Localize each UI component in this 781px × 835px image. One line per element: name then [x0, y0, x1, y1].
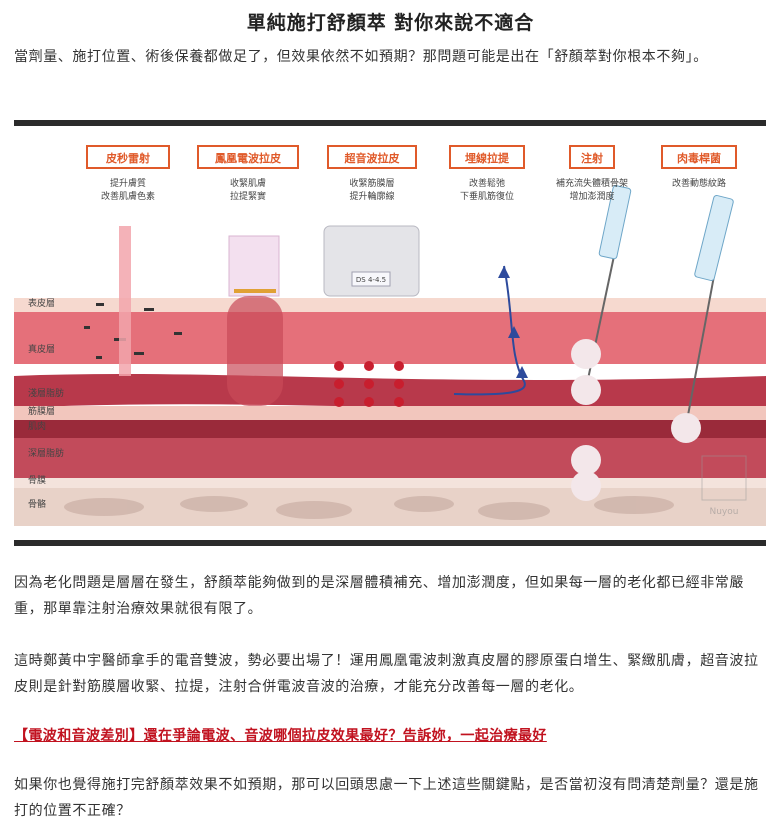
- treatment-thread-name: 埋線拉提: [465, 151, 510, 165]
- treatment-ultherapy-desc1: 收緊筋膜層: [349, 177, 394, 189]
- label-periosteum: 骨膜: [28, 475, 46, 486]
- aging-paragraph: 因為老化問題是層層在發生，舒顏萃能夠做到的是深層體積補充、增加澎潤度，但如果每一…: [14, 575, 744, 617]
- rf-vs-hifu-link[interactable]: 【電波和音波差別】還在爭論電波、音波哪個拉皮效果最好？告訴妳，一起治療最好: [14, 728, 547, 744]
- label-epidermis: 表皮層: [28, 297, 55, 309]
- treatment-filler-name: 注射: [581, 151, 603, 165]
- treatment-botox: 肉毒桿菌 改善動態紋路: [661, 145, 737, 189]
- page-title: 單純施打舒顏萃 對你來說不適合: [246, 12, 535, 34]
- treatment-filler: 注射 補充流失體積骨架 增加澎潤度: [556, 145, 628, 202]
- epidermis-band: [14, 298, 766, 312]
- treatment-thread-desc2: 下垂肌筋復位: [460, 190, 514, 202]
- treatment-pico: 皮秒雷射 提升膚質 改善肌膚色素: [86, 145, 170, 202]
- shallow-fat-band: [14, 374, 766, 410]
- treatment-filler-desc1: 補充流失體積骨架: [556, 177, 628, 189]
- label-muscle: 肌肉: [28, 420, 46, 432]
- deep-fat-band: [14, 438, 766, 478]
- treatment-thermage: 鳳凰電波拉皮 收緊肌膚 拉提緊實: [197, 145, 299, 202]
- label-fascia: 筋膜層: [28, 405, 55, 417]
- treatment-ultherapy-desc2: 提升輪廓線: [349, 190, 394, 202]
- treatment-thermage-desc1: 收緊肌膚: [230, 177, 266, 189]
- treatment-thermage-name: 鳳凰電波拉皮: [215, 151, 281, 165]
- thermage-tip: [228, 235, 280, 297]
- closing-paragraph: 如果你也覺得施打完舒顏萃效果不如預期，那可以回頭思慮一下上述這些關鍵點，是否當初…: [14, 777, 759, 819]
- thermage-beam: [227, 296, 283, 406]
- label-dermis: 真皮層: [28, 343, 55, 355]
- periosteum-band: [14, 478, 766, 488]
- muscle-band: [14, 420, 766, 438]
- treatment-thread-desc1: 改善鬆弛: [469, 177, 505, 189]
- treatment-ultherapy: 超音波拉皮 收緊筋膜層 提升輪廓線: [327, 145, 417, 202]
- watermark-text: Nuyou: [710, 507, 739, 517]
- intro-paragraph: 當劑量、施打位置、術後保養都做足了，但效果依然不如預期？那問題可能是出在「舒顏萃…: [14, 49, 708, 65]
- treatment-botox-name: 肉毒桿菌: [677, 151, 721, 165]
- watermark: Nuyou: [701, 455, 747, 517]
- treatment-filler-desc2: 增加澎潤度: [569, 190, 614, 202]
- thread-line: [453, 265, 526, 396]
- treatment-pico-name: 皮秒雷射: [105, 151, 150, 165]
- label-bone: 骨骼: [28, 498, 46, 510]
- treatment-pico-desc2: 改善肌膚色素: [101, 190, 155, 202]
- doctor-paragraph: 這時鄭黃中宇醫師拿手的電音雙波，勢必要出場了！運用鳳凰電波刺激真皮層的膠原蛋白增…: [14, 653, 759, 695]
- fascia-band: [14, 406, 766, 420]
- label-deep-fat: 深層脂肪: [28, 447, 64, 459]
- pico-beam: [119, 226, 131, 376]
- botox-needle: [685, 275, 715, 427]
- treatment-ultherapy-name: 超音波拉皮: [344, 151, 400, 165]
- dermis-band: [14, 312, 766, 364]
- filler-needle: [583, 255, 615, 399]
- treatment-thermage-desc2: 拉提緊實: [230, 190, 266, 202]
- skin-layers-figure: DS 4-4.5 Nuyou 表皮層 真皮層 淺層脂肪: [14, 120, 766, 546]
- device-label: DS 4-4.5: [356, 276, 386, 284]
- treatment-pico-desc1: 提升膚質: [110, 177, 146, 189]
- treatment-thread: 埋線拉提 改善鬆弛 下垂肌筋復位: [449, 145, 525, 202]
- treatment-botox-desc1: 改善動態紋路: [672, 177, 726, 189]
- label-shallow-fat: 淺層脂肪: [28, 387, 64, 399]
- ultherapy-head: [323, 225, 420, 297]
